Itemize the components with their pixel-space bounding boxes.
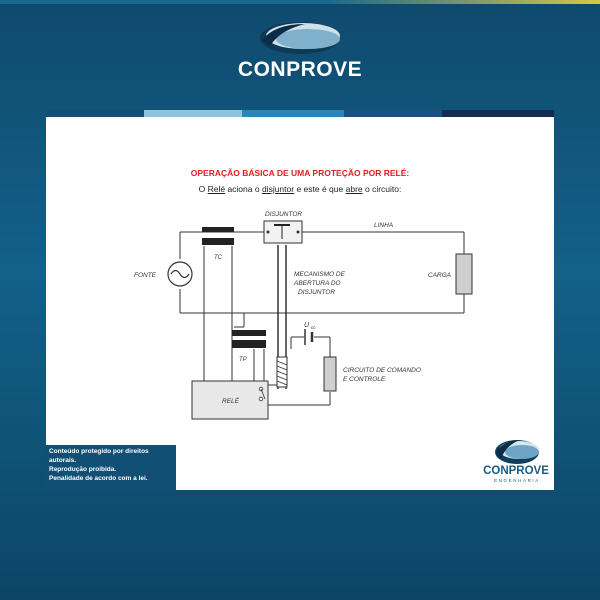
- color-strip-3: [242, 110, 344, 117]
- subtitle-part: O: [198, 184, 208, 194]
- tc-core-top: [202, 227, 234, 232]
- protection-circuit-diagram: FONTE TC TP DISJUNTOR LINHA CARGA MECANI…: [134, 211, 473, 420]
- label-tp: TP: [239, 357, 247, 363]
- footer-brand-subtext: ENGENHARIA: [494, 478, 540, 483]
- label-linha: LINHA: [374, 222, 393, 229]
- disjuntor-box: [263, 220, 303, 244]
- label-fonte: FONTE: [134, 272, 157, 279]
- label-disjuntor: DISJUNTOR: [265, 211, 302, 218]
- copyright-notice: Conteúdo protegido por direitos autorais…: [46, 445, 176, 490]
- slide-subtitle: O Relé aciona o disjuntor e este é que a…: [46, 184, 554, 194]
- header-brand-text: CONPROVE: [237, 58, 363, 81]
- color-strip-5: [442, 110, 554, 117]
- notice-line: autorais.: [49, 457, 77, 464]
- notice-line: Reprodução proibida.: [49, 466, 117, 473]
- subtitle-rele: Relé: [207, 184, 226, 194]
- tc-core-bottom: [202, 238, 234, 245]
- label-mecanismo-1: MECANISMO DE: [294, 271, 346, 278]
- header-logo: CONPROVE: [0, 18, 600, 88]
- conprove-logo-icon: [260, 22, 340, 54]
- trip-coil: [276, 356, 288, 388]
- label-rele: RELÉ: [222, 396, 240, 405]
- label-ucc: U: [304, 322, 310, 329]
- label-carga: CARGA: [428, 272, 451, 279]
- conprove-engenharia-logo-icon: [495, 440, 539, 464]
- notice-line: Penalidade de acordo com a lei.: [49, 475, 148, 482]
- label-tc: TC: [214, 255, 223, 261]
- notice-line: Conteúdo protegido por direitos: [49, 448, 149, 455]
- command-circuit-resistor: [323, 356, 337, 392]
- color-strip-4: [344, 110, 442, 117]
- label-circuito-2: E CONTROLE: [343, 376, 386, 383]
- label-mecanismo-2: ABERTURA DO: [293, 280, 341, 287]
- subtitle-part: o circuito:: [362, 184, 402, 194]
- footer-brand-text: CONPROVE: [483, 465, 549, 477]
- tp-core-top: [232, 330, 266, 336]
- top-accent-bar: [0, 0, 600, 4]
- label-mecanismo-3: DISJUNTOR: [298, 289, 335, 296]
- subtitle-part: aciona o: [225, 184, 262, 194]
- color-strip-1: [46, 110, 144, 117]
- subtitle-disjuntor: disjuntor: [261, 184, 295, 194]
- slide-title: OPERAÇÃO BÁSICA DE UMA PROTEÇÃO POR RELÉ…: [190, 168, 410, 178]
- subtitle-abre: abre: [345, 184, 363, 194]
- color-strip-2: [144, 110, 242, 117]
- label-circuito-1: CIRCUITO DE COMANDO: [343, 367, 421, 374]
- subtitle-part: e este é que: [294, 184, 346, 194]
- tp-core-bottom: [232, 340, 266, 348]
- rele-box: [191, 380, 269, 420]
- footer-logo: CONPROVE ENGENHARIA: [482, 437, 552, 487]
- slide-panel: OPERAÇÃO BÁSICA DE UMA PROTEÇÃO POR RELÉ…: [46, 117, 554, 490]
- carga-resistor: [455, 253, 473, 295]
- label-ucc-sub: cc: [311, 325, 316, 330]
